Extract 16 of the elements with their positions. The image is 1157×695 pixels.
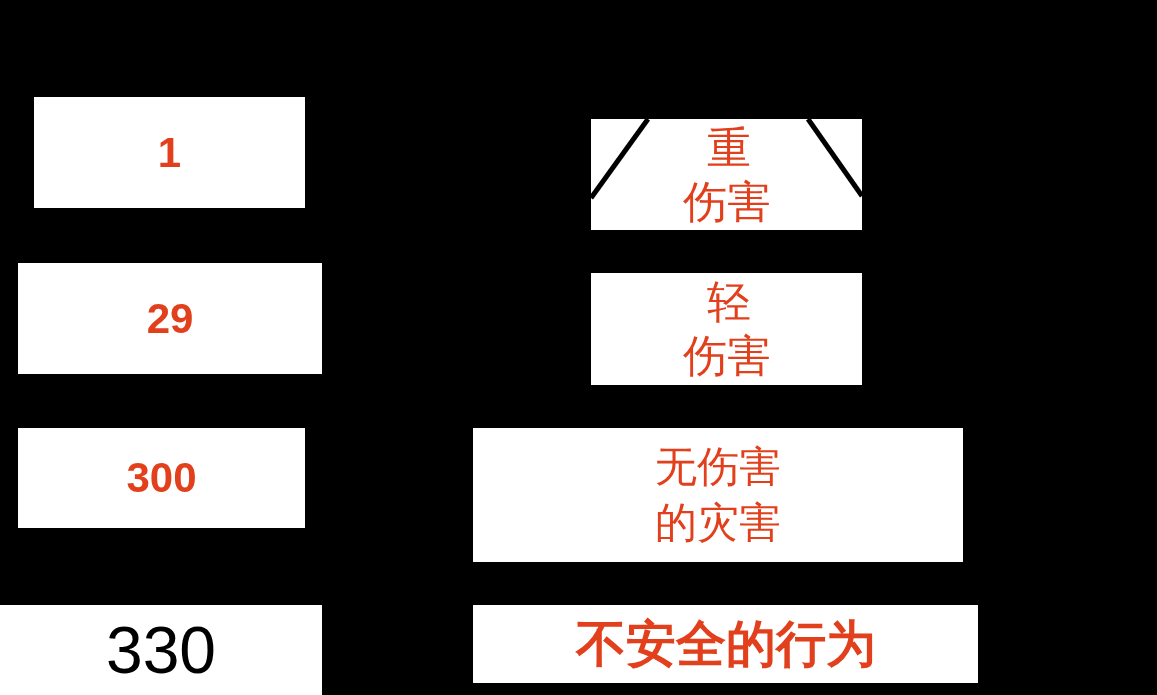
ratio-number: 29 xyxy=(146,294,194,343)
ratio-number: 1 xyxy=(157,128,182,177)
ratio-number: 330 xyxy=(105,612,217,688)
ratio-box xyxy=(0,605,322,695)
level-label: 轻伤害 xyxy=(682,276,771,382)
ratio-box xyxy=(18,428,305,528)
ratio-box xyxy=(34,97,305,208)
pyramid-level-box xyxy=(473,428,963,562)
ratio-number: 300 xyxy=(126,454,197,502)
pyramid-level-box xyxy=(473,605,978,683)
level-label: 不安全的行为 xyxy=(575,615,876,673)
ratio-box xyxy=(18,263,322,374)
level-label: 重伤害 xyxy=(682,121,771,228)
level-label: 无伤害的灾害 xyxy=(654,442,782,548)
pyramid-level-box xyxy=(591,119,862,230)
pyramid-level-box xyxy=(591,273,862,385)
